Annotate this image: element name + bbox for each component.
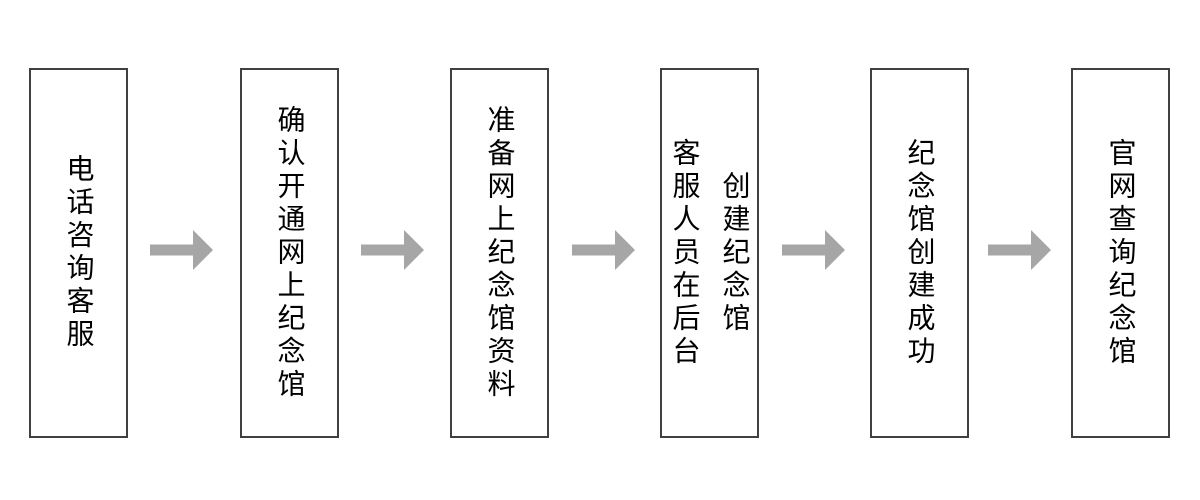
flow-step-label: 确认开通网上纪念馆 (274, 104, 306, 402)
flow-step-label: 官网查询纪念馆 (1105, 137, 1137, 369)
flow-step-staff-create: 客服人员在后台 创建纪念馆 (660, 68, 759, 438)
flow-step-confirm-open: 确认开通网上纪念馆 (240, 68, 339, 438)
flow-step-create-success: 纪念馆创建成功 (870, 68, 969, 438)
right-arrow-icon (988, 230, 1051, 270)
flow-step-label-column-2: 创建纪念馆 (719, 170, 751, 336)
flow-step-phone-consult: 电话咨询客服 (29, 68, 128, 438)
right-arrow-icon (572, 230, 635, 270)
right-arrow-icon (150, 230, 213, 270)
flow-step-label: 电话咨询客服 (63, 154, 95, 352)
right-arrow-icon (782, 230, 845, 270)
flow-step-query-official-site: 官网查询纪念馆 (1071, 68, 1170, 438)
right-arrow-icon (361, 230, 424, 270)
flow-step-label-column-1: 客服人员在后台 (669, 137, 701, 369)
flow-step-label: 准备网上纪念馆资料 (484, 104, 516, 402)
flow-step-prepare-materials: 准备网上纪念馆资料 (450, 68, 549, 438)
flow-step-label: 纪念馆创建成功 (904, 137, 936, 369)
